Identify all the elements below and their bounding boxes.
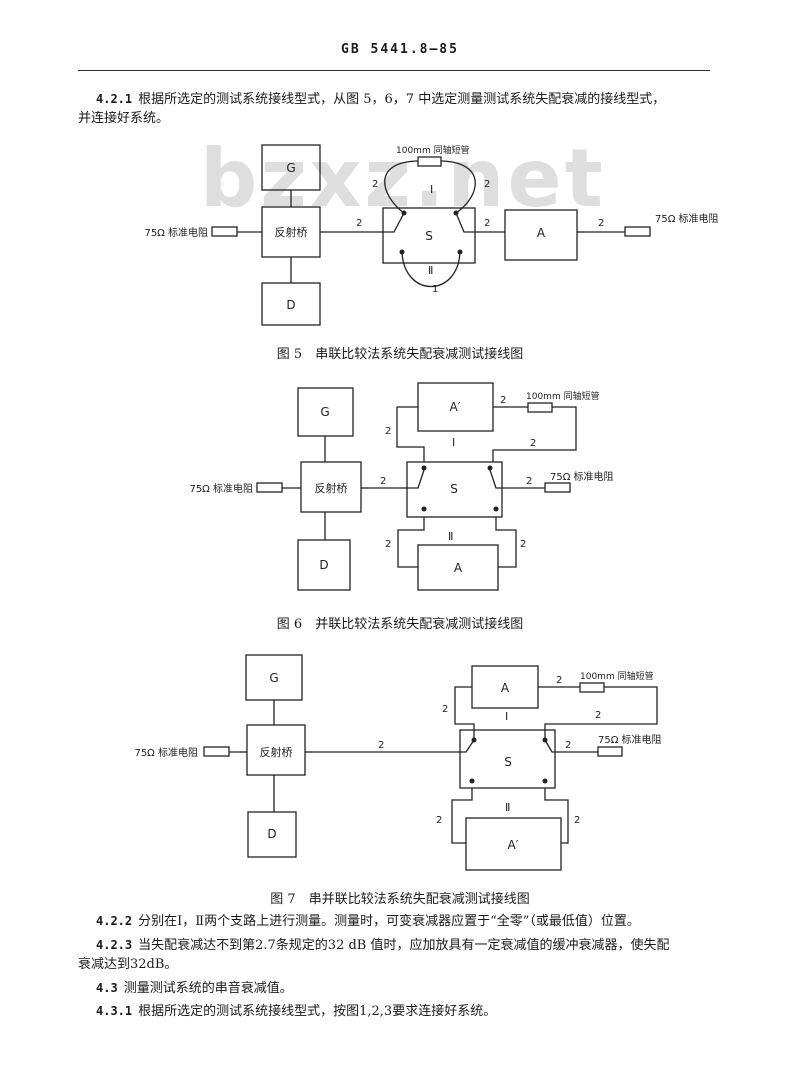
- coax-label: 100mm 同轴短管: [396, 144, 470, 156]
- load-right-label: 75Ω 标准电阻: [598, 733, 662, 746]
- para-4-2-3-cont: 衰减达到32dB。: [78, 957, 178, 972]
- num-2: 2: [378, 740, 384, 751]
- para-text: 分别在Ⅰ，Ⅱ两个支路上进行测量。测量时，可变衰减器应置于“全零”（或最低值）位置…: [138, 914, 640, 929]
- header-rule: [78, 70, 710, 71]
- bridge-label: 反射桥: [315, 481, 348, 495]
- num-2: 2: [526, 476, 532, 487]
- para-4-2-1-cont: 并连接好系统。: [78, 111, 170, 126]
- para-text: 测量测试系统的串音衰减值。: [123, 981, 293, 996]
- num-2: 2: [565, 740, 571, 751]
- S-label: S: [450, 482, 458, 496]
- A-label: A: [454, 561, 463, 575]
- branch-II-label: Ⅱ: [428, 264, 433, 277]
- num-2: 2: [442, 704, 448, 715]
- coax-label: 100mm 同轴短管: [580, 670, 654, 682]
- para-text: 当失配衰减达不到第2.7条规定的32 dB 值时，应加放具有一定衰减值的缓冲衰减…: [138, 938, 670, 953]
- num-2: 2: [385, 539, 391, 550]
- page-header: GB 5441.8—85: [341, 42, 459, 57]
- num-2: 2: [356, 218, 362, 229]
- Aprime-label: A′: [450, 400, 461, 414]
- G-label: G: [286, 161, 295, 175]
- D-label: D: [267, 827, 276, 841]
- para-text: 根据所选定的测试系统接线型式，从图 5，6，7 中选定测量测试系统失配衰减的接线…: [138, 92, 666, 107]
- A-label: A: [501, 681, 510, 695]
- branch-I-label: I: [505, 710, 508, 723]
- para-4-2-3: 4.2.3 当失配衰减达不到第2.7条规定的32 dB 值时，应加放具有一定衰减值…: [96, 936, 669, 955]
- figure-7-caption: 图 7 串并联比较法系统失配衰减测试接线图: [270, 892, 530, 907]
- A-label: A: [537, 226, 546, 240]
- load-left-label: 75Ω 标准电阻: [189, 482, 253, 495]
- para-4-2-1: 4.2.1 根据所选定的测试系统接线型式，从图 5，6，7 中选定测量测试系统失配…: [96, 90, 665, 109]
- S-label: S: [425, 229, 433, 243]
- load-right-label: 75Ω 标准电阻: [655, 212, 719, 225]
- num-2: 2: [598, 218, 604, 229]
- num-2: 2: [385, 426, 391, 437]
- para-4-2-2: 4.2.2 分别在Ⅰ，Ⅱ两个支路上进行测量。测量时，可变衰减器应置于“全零”（或最…: [96, 912, 640, 931]
- num-2: 2: [500, 395, 506, 406]
- num-2: 2: [484, 179, 490, 190]
- figure-6-caption: 图 6 并联比较法系统失配衰减测试接线图: [276, 617, 524, 632]
- bridge-label: 反射桥: [260, 745, 293, 759]
- para-text: 根据所选定的测试系统接线型式，按图1,2,3要求连接好系统。: [138, 1004, 497, 1019]
- section-number: 4.2.3: [96, 938, 133, 952]
- coax-label: 100mm 同轴短管: [526, 390, 600, 402]
- G-label: G: [269, 671, 278, 685]
- num-2: 2: [372, 179, 378, 190]
- section-number: 4.2.2: [96, 914, 133, 928]
- num-1: 1: [432, 284, 438, 295]
- section-number: 4.3.1: [96, 1004, 133, 1018]
- num-2: 2: [436, 815, 442, 826]
- figure-5-caption: 图 5 串联比较法系统失配衰减测试接线图: [276, 347, 524, 362]
- figure-6: G 反射桥 D A′ S A 75Ω 标准电阻 75Ω 标准电阻 100mm 同…: [189, 382, 614, 591]
- num-2: 2: [520, 539, 526, 550]
- branch-II-label: Ⅱ: [505, 801, 510, 814]
- branch-II-label: Ⅱ: [448, 530, 453, 543]
- branch-I-label: I: [430, 183, 433, 196]
- branch-I-label: I: [452, 436, 455, 449]
- num-2: 2: [574, 815, 580, 826]
- load-left-label: 75Ω 标准电阻: [144, 226, 208, 239]
- D-label: D: [319, 558, 328, 572]
- D-label: D: [286, 298, 295, 312]
- load-right-label: 75Ω 标准电阻: [550, 470, 614, 483]
- G-label: G: [320, 405, 329, 419]
- num-2: 2: [556, 675, 562, 686]
- S-label: S: [504, 755, 512, 769]
- num-2: 2: [380, 476, 386, 487]
- bridge-label: 反射桥: [275, 225, 308, 239]
- section-number: 4.2.1: [96, 92, 133, 106]
- num-2: 2: [595, 710, 601, 721]
- figure-7: G 反射桥 D A S A′ 75Ω 标准电阻 75Ω 标准电阻 100mm 同…: [134, 654, 662, 871]
- num-2: 2: [484, 218, 490, 229]
- load-left-label: 75Ω 标准电阻: [134, 746, 198, 759]
- num-2: 2: [530, 438, 536, 449]
- para-4-3: 4.3 测量测试系统的串音衰减值。: [96, 979, 293, 998]
- section-number: 4.3: [96, 981, 118, 995]
- figure-5: G 反射桥 D S A 75Ω 标准电阻 75Ω 标准电阻 100mm 同轴短管…: [144, 144, 719, 326]
- Aprime-label: A′: [508, 838, 519, 852]
- para-4-3-1: 4.3.1 根据所选定的测试系统接线型式，按图1,2,3要求连接好系统。: [96, 1002, 496, 1021]
